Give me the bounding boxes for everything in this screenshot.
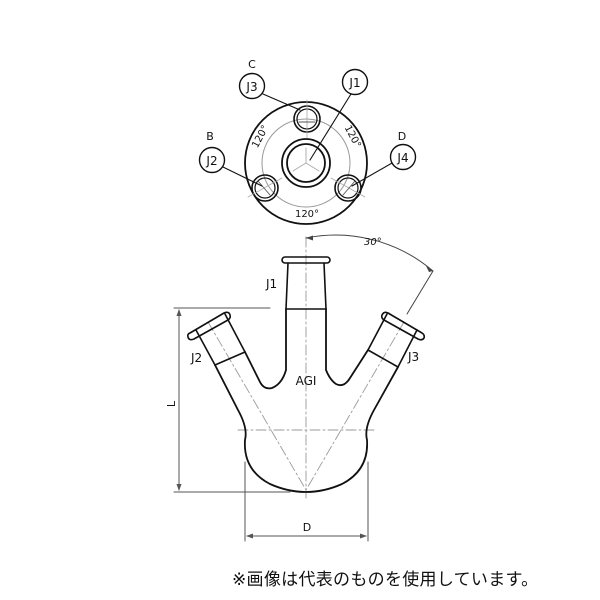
side-view — [173, 234, 434, 542]
callout-J3-text: J3 — [245, 80, 257, 94]
label-J1: J1 — [265, 277, 277, 291]
dimension-L — [173, 307, 291, 493]
callout-J2-text: J2 — [205, 154, 217, 168]
callout-J3 — [238, 72, 266, 100]
representative-image-note: ※画像は代表のものを使用しています。 — [232, 570, 539, 590]
left-neck — [186, 311, 246, 366]
port-lower-right — [330, 174, 366, 202]
letter-B: B — [206, 130, 214, 143]
port-pitch-circle — [261, 118, 351, 208]
side-view-labels: J1 J2 J3 30° AGI L D — [165, 237, 419, 534]
callout-J2 — [198, 146, 226, 174]
dimension-D — [244, 461, 369, 542]
label-J2: J2 — [190, 351, 202, 365]
center-neck-outer — [281, 138, 331, 188]
center-neck — [281, 256, 331, 310]
label-L: L — [165, 400, 178, 407]
angle-arc — [305, 234, 434, 272]
brand-logo: AGI — [296, 374, 317, 388]
letter-C: C — [248, 58, 256, 71]
right-neck — [367, 311, 426, 368]
center-neck-inner — [286, 143, 326, 183]
callout-J4 — [389, 143, 417, 171]
port-top — [293, 99, 321, 139]
callout-J4-text: J4 — [396, 151, 408, 165]
outer-rim-circle — [244, 101, 368, 225]
label-30deg: 30° — [364, 237, 382, 248]
callout-J1-text: J1 — [348, 76, 360, 90]
letter-D: D — [398, 130, 406, 143]
angle-bottom: 120° — [295, 209, 319, 220]
port-lower-left — [247, 174, 283, 202]
callout-J1 — [341, 68, 369, 96]
label-J3: J3 — [407, 350, 419, 364]
flask-body-outline — [214, 308, 399, 493]
top-view — [198, 68, 417, 225]
label-D: D — [303, 521, 311, 534]
angle-right: 120° — [342, 124, 363, 150]
angle-left: 120° — [250, 124, 271, 150]
